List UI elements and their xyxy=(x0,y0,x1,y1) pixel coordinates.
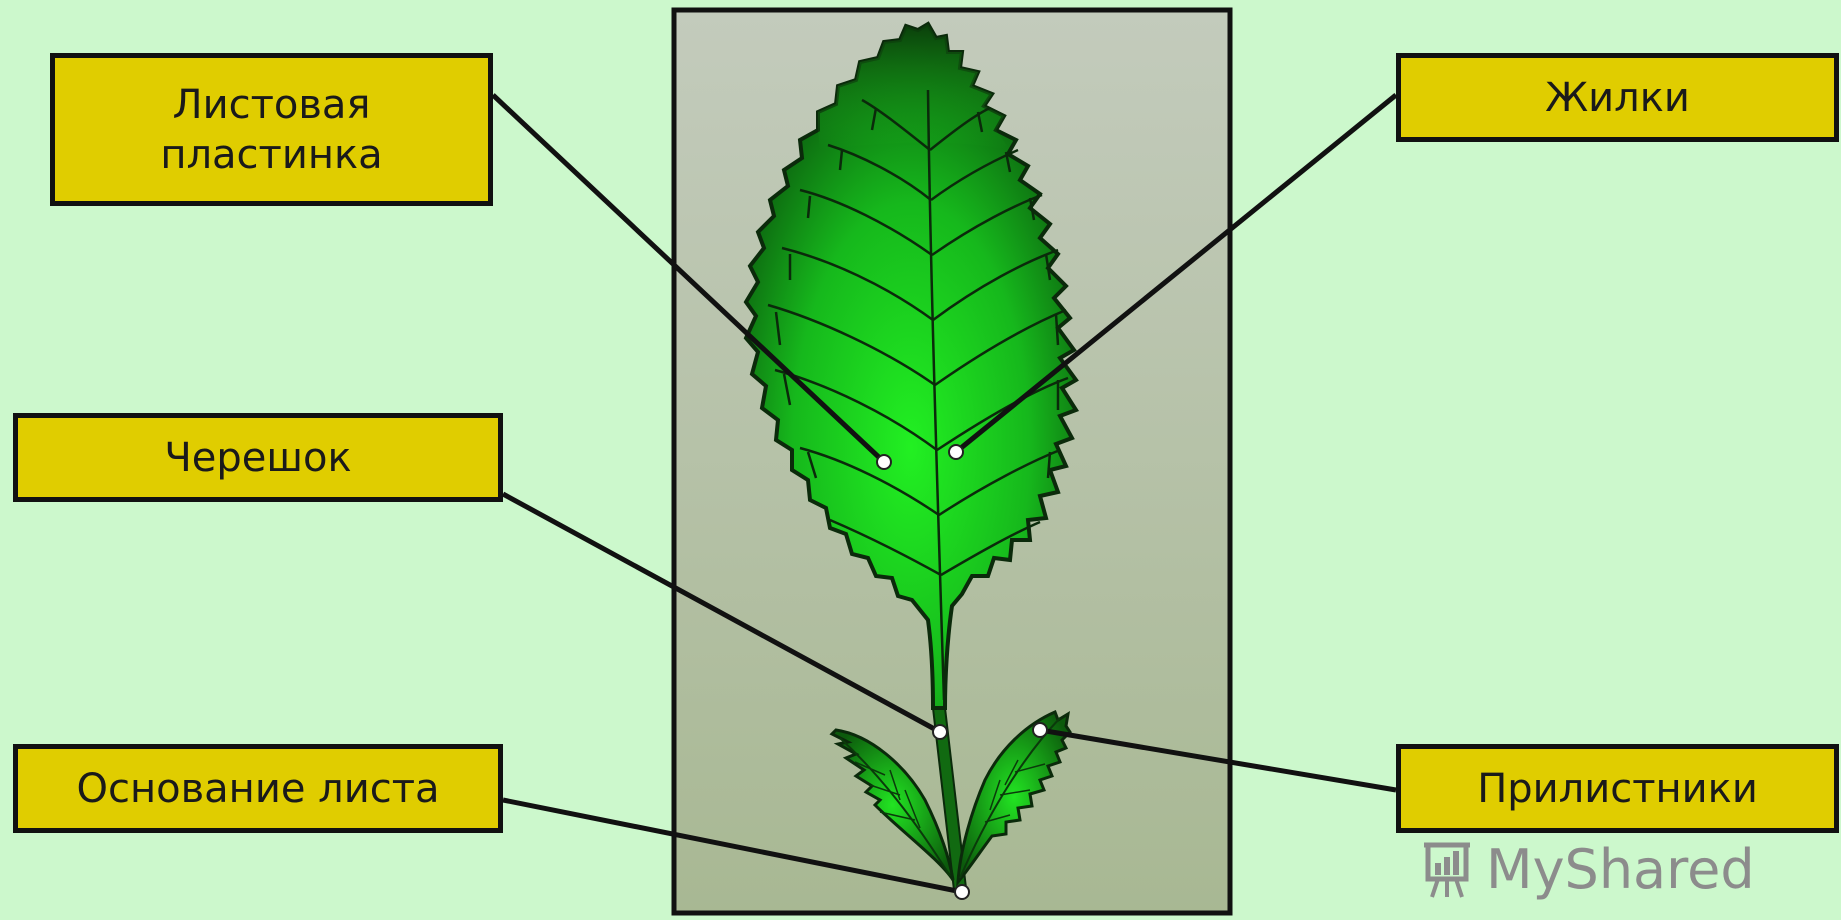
label-veins: Жилки xyxy=(1396,53,1839,142)
dot-veins xyxy=(949,445,963,459)
watermark: MyShared xyxy=(1418,838,1755,901)
label-petiole: Черешок xyxy=(13,413,503,502)
label-stipules: Прилистники xyxy=(1396,744,1839,833)
dot-leaf-base xyxy=(955,885,969,899)
dot-leaf-blade xyxy=(877,455,891,469)
presentation-chart-icon xyxy=(1418,839,1476,901)
dot-petiole xyxy=(933,725,947,739)
dot-stipules xyxy=(1033,723,1047,737)
watermark-text: MyShared xyxy=(1486,838,1755,901)
label-leaf-blade: Листовая пластинка xyxy=(50,53,493,206)
label-leaf-base: Основание листа xyxy=(13,744,503,833)
